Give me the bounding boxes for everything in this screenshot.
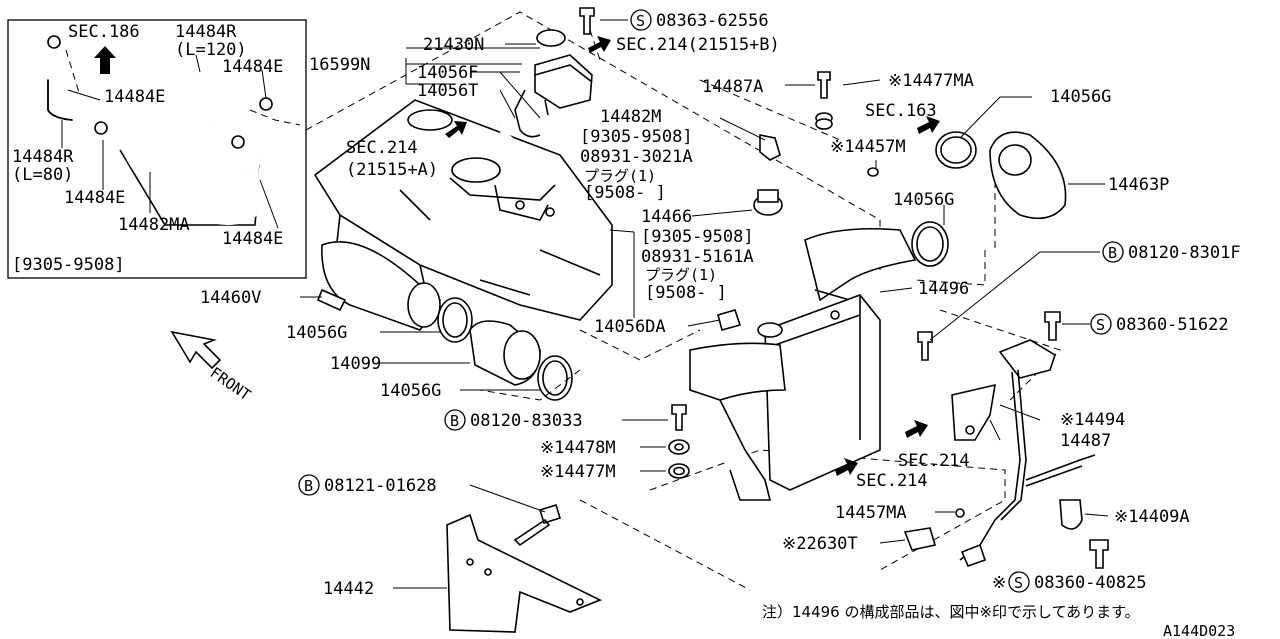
sec214-a2-label: (21515+A) [346, 160, 438, 180]
s-circle-08363 [630, 9, 652, 31]
d9305-a-label: [9305-9508] [580, 127, 693, 147]
p14099-label: 14099 [330, 354, 381, 374]
p14466-label: 14466 [641, 207, 692, 227]
sec214-d-label: SEC.214 [856, 471, 928, 491]
front-label: FRONT [207, 364, 254, 405]
b-mark-8301f: B [1108, 244, 1117, 262]
inset-14484e-c-label: 14484E [64, 188, 125, 208]
inset-date-label: [9305-9508] [12, 255, 125, 275]
inset-14484r-120-label: 14484R [175, 22, 237, 42]
p14477m-label: ※14477M [540, 462, 616, 482]
p14496-label: 14496 [918, 279, 969, 299]
d9508-b-label: [9508- ] [645, 283, 727, 303]
s-mark-08363: S [636, 12, 645, 30]
s-circle-51622 [1090, 313, 1112, 335]
p14409a-label: ※14409A [1114, 507, 1190, 527]
s-circle-40825 [1008, 571, 1030, 593]
plug-b-label: プラグ(1) [645, 266, 717, 284]
p14056g-top-label: 14056G [1050, 87, 1111, 107]
s08363-label: 08363-62556 [656, 11, 769, 31]
b-circle-01628 [298, 474, 320, 496]
d9305-b-label: [9305-9508] [641, 227, 754, 247]
b-mark-83033: B [450, 412, 459, 430]
p08931-5161a-label: 08931-5161A [641, 247, 754, 267]
s-mark-40825: S [1014, 574, 1023, 592]
inset-l80-label: (L=80) [12, 165, 73, 185]
inset-l120-label: (L=120) [175, 40, 247, 60]
p14056g-mid-label: 14056G [893, 190, 954, 210]
figure-id: A144D023 [1163, 622, 1235, 639]
b-mark-01628: B [304, 477, 313, 495]
p14056g-l2-label: 14056G [380, 381, 441, 401]
p14460v-label: 14460V [200, 288, 261, 308]
sec214-b-label: SEC.214(21515+B) [616, 35, 780, 55]
s-mark-51622: S [1096, 316, 1105, 334]
inset-14484e-b-label: 14484E [104, 87, 165, 107]
p14056f-label: 14056F [417, 63, 478, 83]
s08360-51622-label: 08360-51622 [1116, 315, 1229, 335]
p21430n-label: 21430N [423, 35, 484, 55]
sec214-c-label: SEC.214 [898, 451, 970, 471]
d9508-a-label: [9508- ] [584, 183, 666, 203]
footnote: 注）14496 の構成部品は、図中※印で示してあります。 [762, 603, 1140, 621]
p14478m-label: ※14478M [540, 438, 616, 458]
b08121-01628-label: 08121-01628 [324, 476, 437, 496]
plug-a-label: プラグ(1) [584, 167, 656, 185]
inset-14484e-a-label: 14484E [222, 57, 283, 77]
main-labels: 21430N 16599N 14056F 14056T S 08363-6255… [200, 9, 1241, 639]
inset-14484r-80-label: 14484R [12, 147, 74, 167]
b08120-83033-label: 08120-83033 [470, 411, 583, 431]
p14494-label: ※14494 [1060, 410, 1125, 430]
asterisk-mark: ※ [992, 573, 1006, 593]
p14482m-label: 14482M [600, 107, 661, 127]
inset-panel: SEC.186 14484R (L=120) 14484E 14484E 144… [7, 19, 307, 279]
inset-14484e-d-label: 14484E [222, 229, 283, 249]
p14056t-label: 14056T [417, 81, 478, 101]
p14477ma-label: ※14477MA [888, 71, 974, 91]
p08931-3021a-label: 08931-3021A [580, 147, 693, 167]
b08120-8301f-label: 08120-8301F [1128, 243, 1241, 263]
b-circle-83033 [444, 409, 466, 431]
p14457ma-label: 14457MA [835, 503, 907, 523]
p14463p-label: 14463P [1108, 175, 1169, 195]
p14487a-label: 14487A [702, 77, 763, 97]
s08360-40825-label: 08360-40825 [1034, 573, 1147, 593]
inset-sec186-label: SEC.186 [68, 22, 140, 42]
inset-14482ma-label: 14482MA [118, 215, 190, 235]
sec163-label: SEC.163 [865, 101, 937, 121]
p14056g-l1-label: 14056G [286, 323, 347, 343]
sec214-a1-label: SEC.214 [346, 138, 418, 158]
b-circle-8301f [1102, 241, 1124, 263]
main-drawing [170, 7, 1109, 633]
p14442-label: 14442 [323, 579, 374, 599]
p14056da-label: 14056DA [594, 317, 666, 337]
p14457m-label: ※14457M [830, 137, 906, 157]
p16599n-label: 16599N [309, 55, 370, 75]
p22630t-label: ※22630T [782, 534, 858, 554]
p14487-label: 14487 [1060, 431, 1111, 451]
